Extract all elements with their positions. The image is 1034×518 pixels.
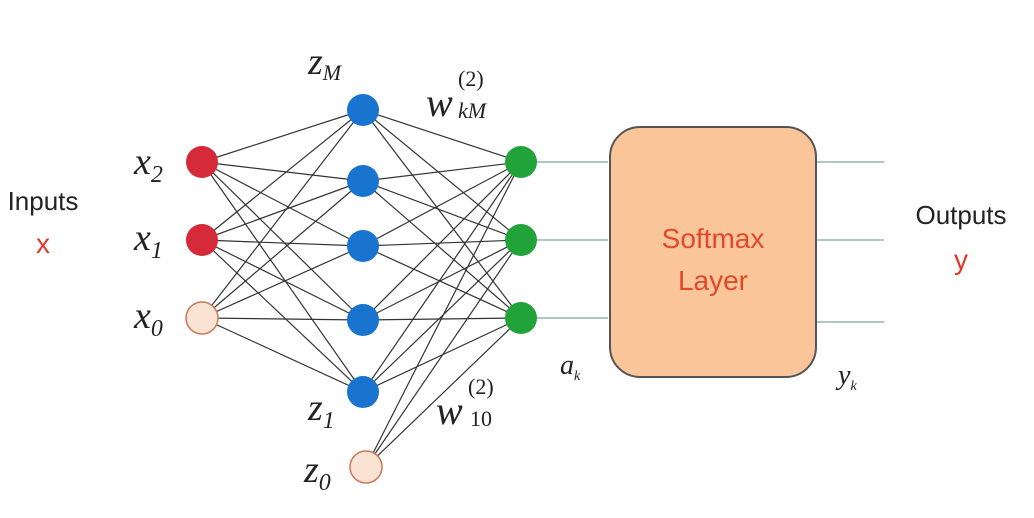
softmax-label-line1: Softmax bbox=[661, 223, 765, 254]
edge-hidden-1-output-2 bbox=[362, 180, 522, 319]
hidden-node-1 bbox=[347, 165, 379, 197]
hidden-node-0 bbox=[347, 94, 379, 126]
softmax-label: Softmax Layer bbox=[610, 218, 816, 302]
edge-input-0-hidden-4 bbox=[201, 161, 364, 393]
weight-label-top-sub: kM bbox=[458, 98, 488, 123]
weight-label-bottom-sup: (2) bbox=[468, 374, 494, 399]
output-node-2 bbox=[505, 302, 537, 334]
edge-hidden-3-output-0 bbox=[362, 161, 522, 321]
output-node-0 bbox=[505, 146, 537, 178]
edge-hidden-3-output-1 bbox=[362, 239, 522, 321]
edge-input-1-hidden-4 bbox=[201, 239, 364, 393]
input-label-x2: x2 bbox=[133, 141, 163, 188]
edge-hidden-3-output-2 bbox=[362, 317, 522, 321]
weight-label-bottom-base: w bbox=[436, 388, 463, 433]
outputs-var: y bbox=[954, 244, 968, 275]
hidden-node-2 bbox=[347, 230, 379, 262]
edge-input-1-hidden-0 bbox=[201, 109, 364, 241]
edge-input-2-hidden-4 bbox=[201, 317, 364, 393]
edge-hidden-1-output-1 bbox=[362, 180, 522, 241]
edge-input-1-hidden-2 bbox=[201, 239, 364, 247]
input-node-2 bbox=[185, 301, 219, 335]
softmax-layer-box bbox=[609, 126, 817, 378]
hidden-label-z1: z1 bbox=[307, 387, 335, 434]
edge-input-2-hidden-2 bbox=[201, 245, 364, 319]
edge-input-0-hidden-1 bbox=[201, 161, 364, 182]
hidden-node-4 bbox=[347, 376, 379, 408]
hidden-node-3 bbox=[347, 304, 379, 336]
weight-label-top-base: w bbox=[426, 80, 453, 125]
input-node-1 bbox=[186, 224, 218, 256]
hidden-label-z0: z0 bbox=[303, 449, 331, 496]
edge-hidden-2-output-2 bbox=[362, 245, 522, 319]
output-label-yk: yk bbox=[835, 360, 857, 394]
softmax-label-line2: Layer bbox=[677, 265, 749, 296]
input-label-x0: x0 bbox=[133, 295, 163, 342]
edge-hidden-4-output-1 bbox=[362, 239, 522, 393]
edge-hidden-0-output-1 bbox=[362, 109, 522, 241]
edge-hidden-5-output-0 bbox=[365, 161, 522, 468]
output-node-1 bbox=[505, 224, 537, 256]
edge-hidden-2-output-1 bbox=[362, 239, 522, 247]
edge-input-1-hidden-1 bbox=[201, 180, 364, 241]
nodes bbox=[185, 94, 537, 484]
weight-label-top-sup: (2) bbox=[458, 66, 484, 91]
weight-label-bottom-sub: 10 bbox=[470, 406, 492, 431]
edge-input-2-hidden-1 bbox=[201, 180, 364, 319]
outputs-title: Outputs bbox=[915, 200, 1007, 230]
edge-hidden-2-output-0 bbox=[362, 161, 522, 247]
inputs-var: x bbox=[36, 228, 50, 259]
edge-hidden-4-output-0 bbox=[362, 161, 522, 393]
edge-input-2-hidden-0 bbox=[201, 109, 364, 319]
activation-label: ak bbox=[560, 350, 581, 384]
inputs-title: Inputs bbox=[7, 186, 79, 216]
edge-input-2-hidden-3 bbox=[201, 317, 364, 321]
edge-input-1-hidden-3 bbox=[201, 239, 364, 321]
edge-hidden-0-output-2 bbox=[362, 109, 522, 319]
edge-hidden-0-output-0 bbox=[362, 109, 522, 163]
input-label-x1: x1 bbox=[133, 217, 163, 264]
edge-hidden-5-output-2 bbox=[365, 317, 522, 468]
edge-hidden-5-output-1 bbox=[365, 239, 522, 468]
edge-hidden-1-output-0 bbox=[362, 161, 522, 182]
edge-input-0-hidden-2 bbox=[201, 161, 364, 247]
hidden-label-zM: zM bbox=[307, 41, 343, 85]
hidden-node-5 bbox=[349, 450, 383, 484]
edge-input-0-hidden-0 bbox=[201, 109, 364, 163]
input-node-0 bbox=[186, 146, 218, 178]
edge-input-0-hidden-3 bbox=[201, 161, 364, 321]
connections bbox=[201, 109, 884, 468]
